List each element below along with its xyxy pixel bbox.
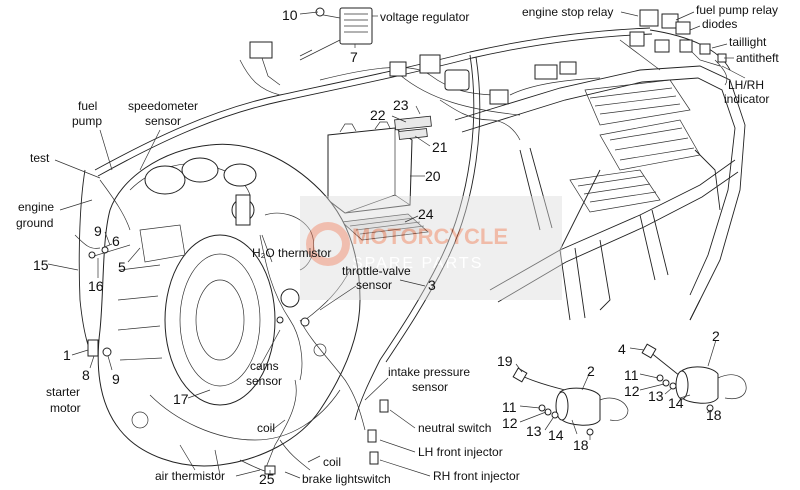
center-connectors: [389, 54, 577, 141]
callout-8: 8: [82, 367, 90, 383]
callout-4: 4: [618, 341, 626, 357]
callout-22: 22: [370, 107, 386, 123]
callout-11-right: 11: [624, 367, 639, 383]
label-intake-1: intake pressure: [388, 365, 470, 379]
label-h2o-thermistor: H₂O thermistor: [252, 246, 331, 260]
callout-9-bottom: 9: [112, 371, 120, 387]
label-voltage-regulator: voltage regulator: [380, 10, 469, 24]
callout-13-left: 13: [526, 423, 542, 439]
battery-part: [327, 115, 432, 214]
label-cams-2: sensor: [246, 374, 282, 388]
label-engine-ground-1: engine: [18, 200, 54, 214]
label-test: test: [30, 151, 50, 165]
label-speedometer-2: sensor: [145, 114, 181, 128]
label-antitheft: antitheft: [736, 51, 779, 65]
callout-10: 10: [282, 7, 298, 23]
label-coil-1: coil: [257, 421, 275, 435]
label-diodes: diodes: [702, 17, 737, 31]
callout-7: 7: [350, 49, 358, 65]
label-air-thermistor: air thermistor: [155, 469, 225, 483]
label-rh-front-injector: RH front injector: [433, 469, 520, 483]
callout-20: 20: [425, 168, 441, 184]
label-throttle-valve-1: throttle-valve: [342, 264, 411, 278]
callout-5: 5: [118, 259, 126, 275]
callout-2-left: 2: [587, 363, 595, 379]
callout-17: 17: [173, 391, 189, 407]
label-fuel-pump-relay: fuel pump relay: [696, 3, 778, 17]
battery-pad-part: [341, 213, 429, 241]
label-fuel-pump-1: fuel: [78, 99, 97, 113]
label-lhrh-2: indicator: [724, 92, 769, 106]
label-taillight: taillight: [729, 35, 767, 49]
engine-block: [97, 143, 361, 476]
watermark-line1: MOTORCYCLE: [352, 224, 508, 249]
relays-cluster: [629, 9, 728, 86]
label-cams-1: cams: [250, 359, 279, 373]
rear-frame: [454, 65, 746, 321]
label-engine-ground-2: ground: [16, 216, 53, 230]
watermark: MOTORCYCLE SPARE PARTS: [300, 196, 562, 300]
callout-19: 19: [497, 353, 513, 369]
ignition-coil-left: [512, 367, 629, 436]
ignition-coil-right: [641, 343, 747, 412]
callout-6: 6: [112, 233, 120, 249]
callout-13-right: 13: [648, 388, 664, 404]
part-numbers: 10 7 23 22 21 20 24 3 9 6 5 15 16 1 8 9 …: [33, 7, 722, 487]
callout-18-right: 18: [706, 407, 722, 423]
callout-25: 25: [259, 471, 275, 487]
callout-9-top: 9: [94, 223, 102, 239]
callout-16: 16: [88, 278, 104, 294]
label-coil-2: coil: [323, 455, 341, 469]
voltage-regulator-part: [249, 7, 373, 86]
label-throttle-valve-2: sensor: [356, 278, 392, 292]
callout-1: 1: [63, 347, 71, 363]
callout-24: 24: [418, 206, 434, 222]
label-lhrh-1: LH/RH: [728, 78, 764, 92]
callout-11-left: 11: [502, 399, 517, 415]
callout-2-right: 2: [712, 328, 720, 344]
callout-12-right: 12: [624, 383, 640, 399]
label-neutral-switch: neutral switch: [418, 421, 491, 435]
callout-18-left: 18: [573, 437, 589, 453]
label-speedometer-1: speedometer: [128, 99, 198, 113]
label-starter-2: motor: [50, 401, 81, 415]
label-fuel-pump-2: pump: [72, 114, 102, 128]
label-starter-1: starter: [46, 385, 80, 399]
label-intake-2: sensor: [412, 380, 448, 394]
text-labels: voltage regulator engine stop relay fuel…: [16, 3, 779, 486]
callout-21: 21: [432, 139, 448, 155]
label-brake-lightswitch: brake lightswitch: [302, 472, 391, 486]
label-lh-front-injector: LH front injector: [418, 445, 503, 459]
callout-12-left: 12: [502, 415, 518, 431]
callout-3: 3: [428, 277, 436, 293]
callout-23: 23: [393, 97, 409, 113]
callout-14-left: 14: [548, 427, 564, 443]
watermark-line2: SPARE PARTS: [352, 255, 483, 272]
label-engine-stop-relay: engine stop relay: [522, 5, 613, 19]
leader-lines: [47, 11, 746, 479]
callout-15: 15: [33, 257, 49, 273]
callout-14-right: 14: [668, 395, 684, 411]
